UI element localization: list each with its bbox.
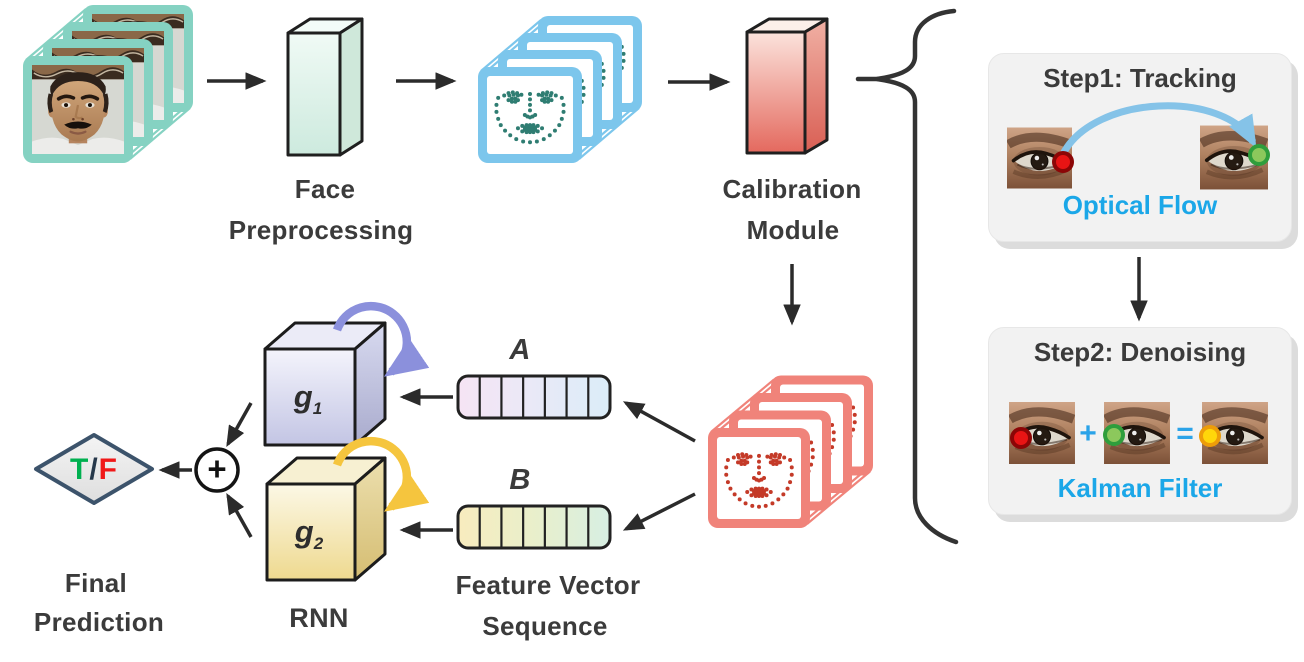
vector-a-label: A xyxy=(509,334,531,366)
feature-vector-caption-line1: Feature Vector xyxy=(455,570,641,600)
feature-vector-b xyxy=(456,504,612,550)
sum-symbol: + xyxy=(207,450,227,487)
recurrent-loop-yellow-icon xyxy=(333,436,430,512)
tf-diamond xyxy=(34,433,154,505)
g1-label: g1 xyxy=(293,378,323,419)
step1-title: Step1: Tracking xyxy=(1043,63,1237,93)
vector-b-label: B xyxy=(509,464,531,496)
flow-arrows xyxy=(158,72,1148,539)
final-prediction-line2: Prediction xyxy=(33,607,165,637)
calibration-label-line1: Calibration xyxy=(722,174,862,204)
face-frames-icon xyxy=(23,5,193,163)
step1-panel: Step1: Tracking Optical Flow xyxy=(988,53,1292,242)
face-preprocessing-label-line2: Preprocessing xyxy=(228,215,414,245)
rnn-caption: RNN xyxy=(289,603,349,633)
plus-operator: + xyxy=(1079,417,1097,450)
calibration-label-line2: Module xyxy=(746,215,840,245)
final-prediction-line1: Final xyxy=(64,568,128,598)
face-preprocessing-label-line1: Face xyxy=(294,174,356,204)
equals-operator: = xyxy=(1176,417,1194,450)
landmark-frames-red-icon xyxy=(708,375,873,528)
calibration-module-box xyxy=(745,17,829,155)
rnn-cube-g2 xyxy=(265,456,387,582)
denoise-dot-yellow xyxy=(1199,425,1221,447)
tracking-dot-red xyxy=(1052,151,1074,173)
step1-caption: Optical Flow xyxy=(1062,190,1218,220)
tracking-dot-green xyxy=(1248,144,1270,166)
arrow-g2-to-sum xyxy=(226,492,253,538)
feature-vector-caption-line2: Sequence xyxy=(482,611,608,641)
arrow-red-stack-to-b xyxy=(622,492,696,531)
landmark-frames-blue-icon xyxy=(478,16,642,163)
arrow-g1-to-sum xyxy=(226,402,253,448)
recurrent-loop-purple-icon xyxy=(333,301,430,377)
step2-panel: Step2: Denoising + = Kalman Filter xyxy=(988,327,1292,515)
g2-label: g2 xyxy=(294,513,324,554)
step2-title: Step2: Denoising xyxy=(1033,337,1247,367)
calibration-brace xyxy=(855,8,959,545)
step2-caption: Kalman Filter xyxy=(1057,473,1223,503)
tf-label: T/F xyxy=(70,453,118,486)
denoise-dot-red xyxy=(1010,427,1032,449)
denoise-dot-green xyxy=(1103,424,1125,446)
sum-circle xyxy=(194,447,240,493)
feature-vector-a xyxy=(456,374,612,420)
rnn-cube-g1 xyxy=(263,321,387,447)
arrow-red-stack-to-a xyxy=(622,401,696,443)
face-preprocessing-box xyxy=(286,17,364,157)
